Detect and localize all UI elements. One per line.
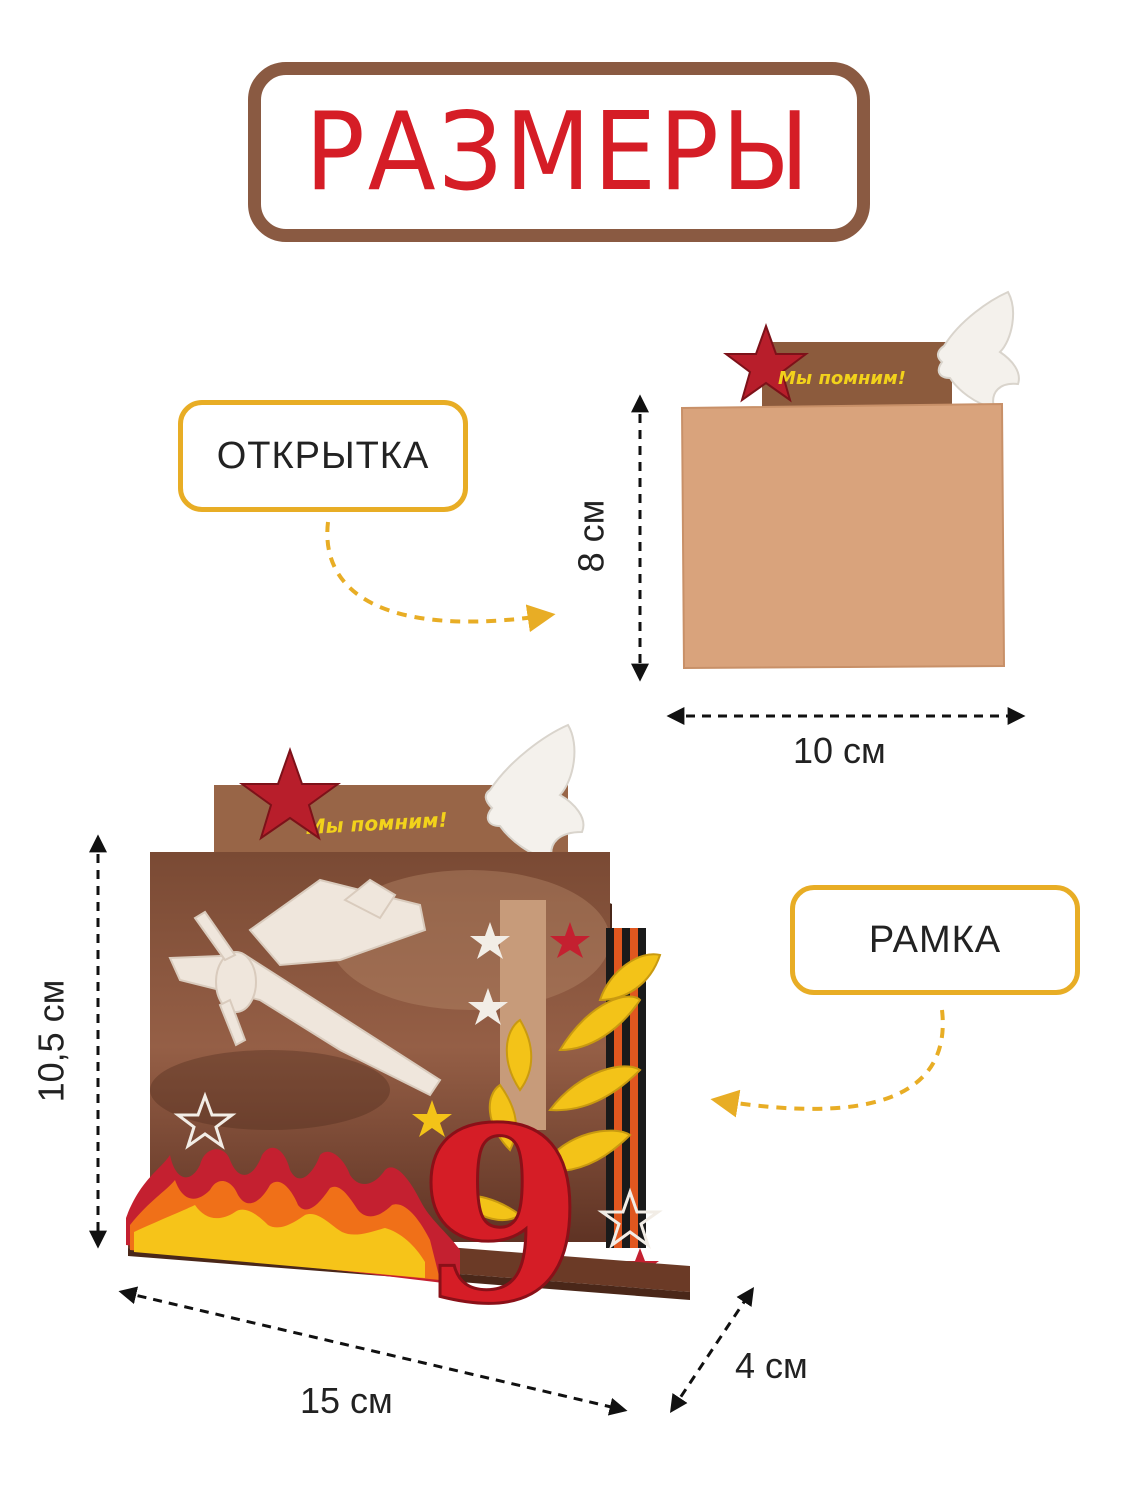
- airplane-icon: [168, 878, 442, 1097]
- star-icon: [723, 323, 809, 403]
- card-illustration: Мы помним!: [680, 290, 1020, 670]
- number-nine: 9: [418, 1075, 585, 1357]
- card-label-box: ОТКРЫТКА: [178, 400, 468, 512]
- white-star-outline-icon: [597, 1187, 663, 1249]
- dove-icon: [936, 290, 1020, 410]
- frame-label: РАМКА: [868, 918, 1002, 961]
- card-pointer-arrow: [325, 521, 556, 633]
- card-width-label: 10 см: [793, 730, 886, 771]
- white-star-outline-icon: [173, 1091, 237, 1150]
- page-title: РАЗМЕРЫ: [305, 89, 813, 215]
- frame-width-arrow: [118, 1286, 628, 1416]
- leaves-icon: [458, 953, 662, 1221]
- frame-pointer-arrow: [710, 1009, 945, 1118]
- flames-icon: [126, 1147, 460, 1285]
- frame-label-box: РАМКА: [790, 885, 1080, 995]
- frame-dove-icon: [484, 723, 585, 862]
- frame-illustration: Мы помним!: [126, 723, 690, 1359]
- frame-depth-arrow: [670, 1287, 754, 1413]
- frame-star-icon: [238, 746, 342, 841]
- frame-width-label: 15 см: [300, 1380, 393, 1421]
- card-height-label: 8 см: [570, 499, 612, 573]
- white-star-icon: [468, 988, 508, 1025]
- frame-height-label: 10,5 см: [30, 979, 72, 1103]
- title-frame: РАЗМЕРЫ: [248, 62, 870, 242]
- card-label: ОТКРЫТКА: [216, 434, 430, 477]
- card-badge-text: Мы помним!: [778, 368, 906, 389]
- frame-depth-label: 4 см: [735, 1345, 808, 1386]
- white-star-icon: [470, 922, 510, 959]
